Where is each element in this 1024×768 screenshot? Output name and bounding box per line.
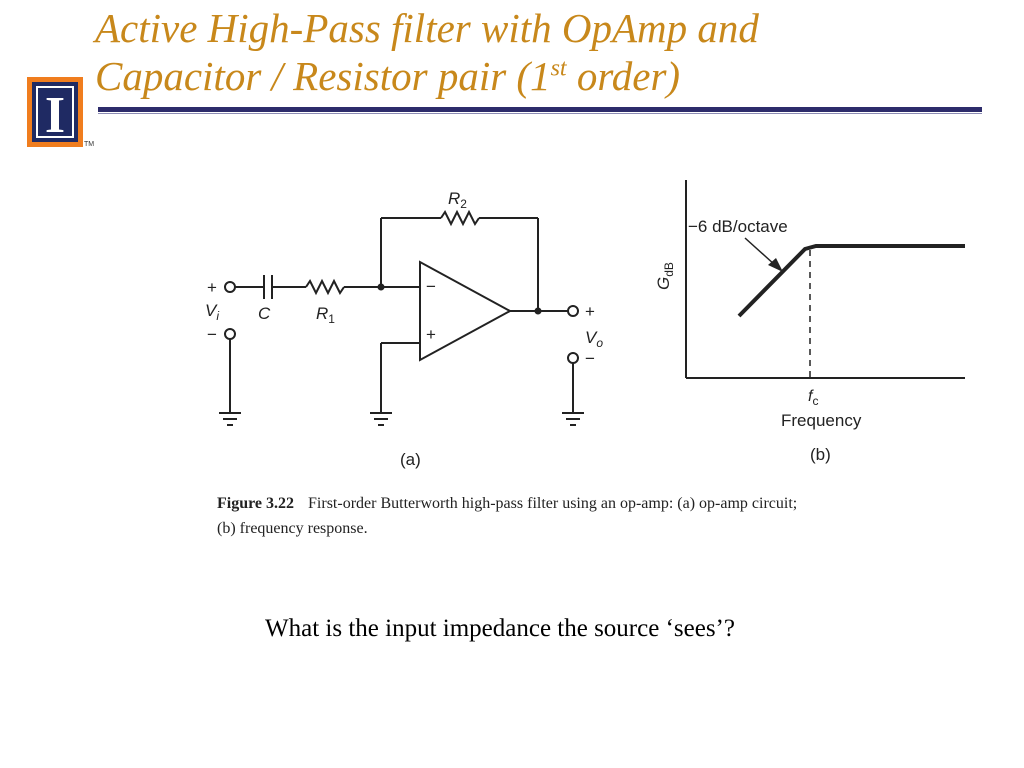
- response-curve: [737, 244, 965, 318]
- resistor-r1: [305, 278, 345, 296]
- opamp-symbol: [419, 260, 513, 362]
- vo-minus-sign: −: [585, 349, 595, 368]
- title-rule: [98, 107, 982, 112]
- panel-a-label: (a): [400, 450, 421, 469]
- vi-plus-sign: +: [207, 278, 217, 297]
- slope-pointer-arrowhead: [768, 258, 783, 272]
- junction-node-output: [534, 307, 542, 315]
- question-text: What is the input impedance the source ‘…: [265, 615, 735, 642]
- title-rule-thin: [98, 113, 982, 114]
- junction-node-input: [377, 283, 385, 291]
- vi-minus-sign: −: [207, 325, 217, 344]
- slope-label: −6 dB/octave: [688, 217, 788, 236]
- figure-caption-line-2: (b) frequency response.: [217, 520, 368, 537]
- logo-letter: I: [45, 87, 65, 144]
- title-line-2: Capacitor / Resistor pair (1: [95, 53, 551, 99]
- title-superscript: st: [550, 55, 567, 82]
- vo-label: Vo: [585, 328, 603, 350]
- trademark-mark: TM: [84, 141, 95, 148]
- vo-plus-terminal: [567, 305, 579, 317]
- panel-b-label: (b): [810, 445, 831, 464]
- title-line-2-end: order): [566, 53, 681, 99]
- figure-diagram: R2 + Vi − C R1 − + + Vo − (a) −6 dB/octa…: [205, 180, 965, 537]
- opamp-minus-sign: −: [426, 277, 436, 296]
- vo-minus-terminal: [567, 352, 579, 364]
- figure-label: Figure 3.22: [217, 495, 294, 512]
- resistor-r2: [440, 209, 480, 227]
- vi-label: Vi: [205, 301, 219, 323]
- r2-label: R2: [448, 189, 467, 211]
- vo-plus-sign: +: [585, 302, 595, 321]
- slope-pointer-line: [744, 237, 776, 266]
- title-line-1: Active High-Pass filter with OpAmp and: [95, 5, 759, 51]
- opamp-plus-sign: +: [426, 325, 436, 344]
- caption-text-1: First-order Butterworth high-pass filter…: [308, 495, 797, 512]
- y-axis-label: GdB: [654, 262, 676, 290]
- vi-plus-terminal: [224, 281, 236, 293]
- r1-label: R1: [316, 304, 335, 326]
- fc-tick-label: fc: [808, 388, 818, 408]
- vi-minus-terminal: [224, 328, 236, 340]
- x-axis-label: Frequency: [781, 411, 862, 430]
- figure-caption-line-1: Figure 3.22 First-order Butterworth high-…: [217, 495, 797, 512]
- university-logo: I: [27, 77, 83, 147]
- c-label: C: [258, 304, 271, 323]
